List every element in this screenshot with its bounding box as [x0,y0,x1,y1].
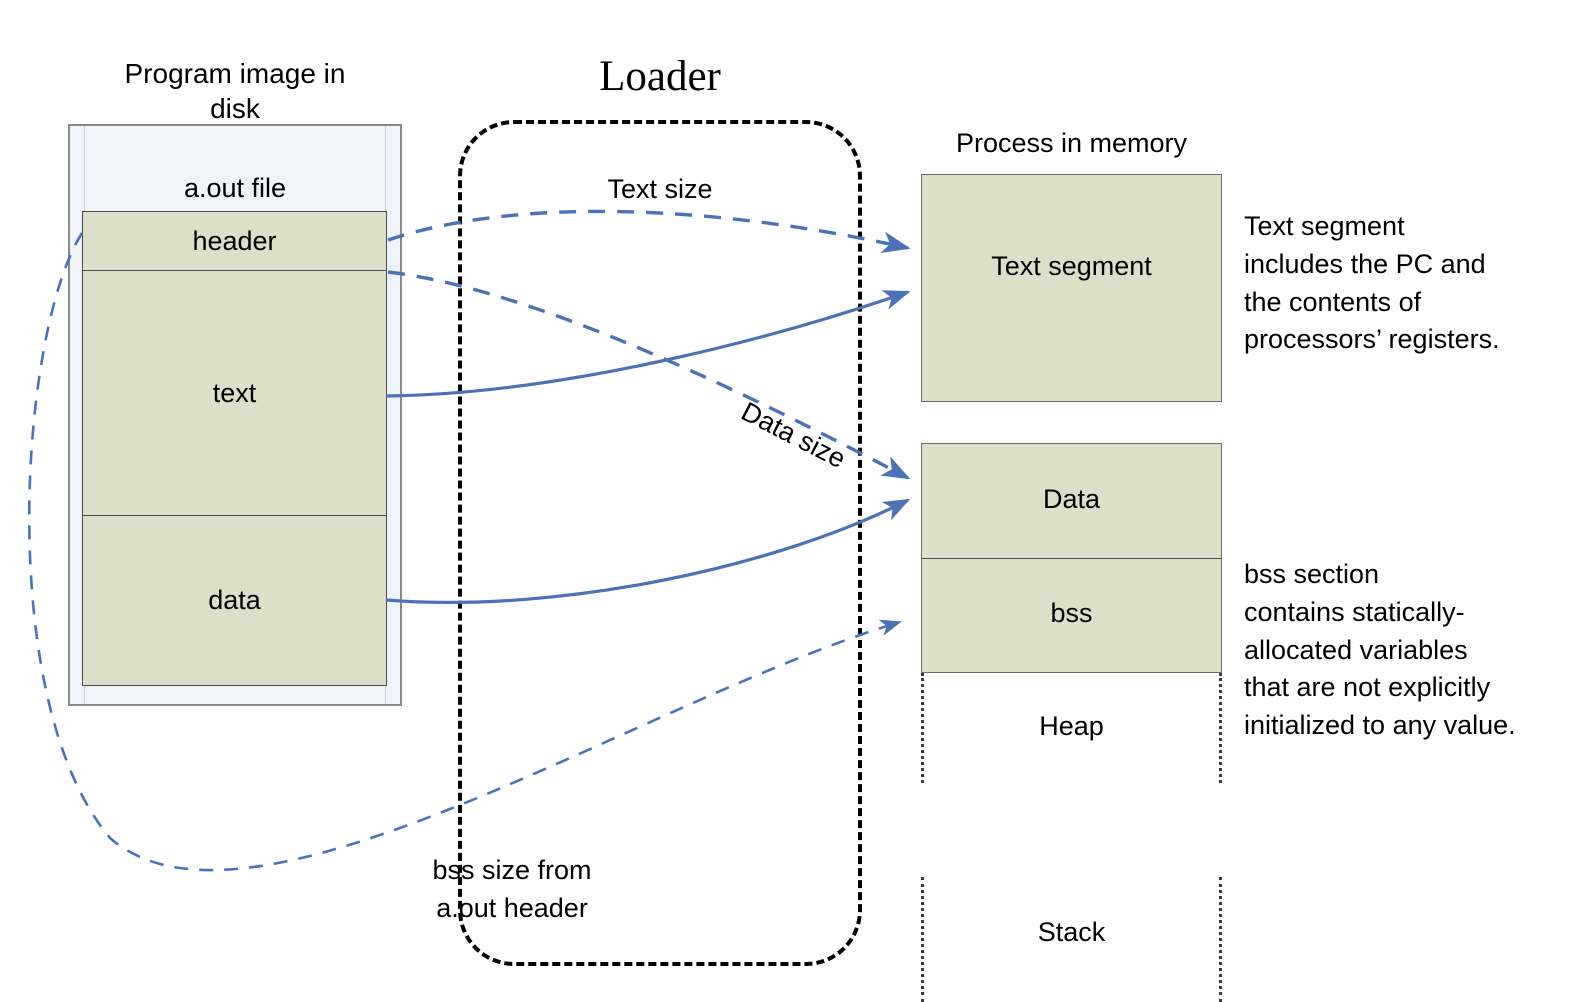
aout-section-text-label: text [212,377,257,408]
memory-segment-data-group[interactable]: Data bss [921,443,1222,673]
bss-section-annotation: bss section contains statically- allocat… [1244,559,1516,741]
loader-title: Loader [599,53,721,100]
memory-segment-heap[interactable]: Heap [921,673,1222,783]
aout-sections-group: header text data [82,211,387,686]
aout-section-data-label: data [208,585,261,615]
memory-segment-data-label: Data [1042,484,1101,514]
aout-section-header-label: header [192,225,277,256]
memory-panel-title: Process in memory [955,128,1188,158]
memory-segment-stack[interactable]: Stack [921,877,1222,1002]
loader-boundary-box [458,120,862,966]
text-segment-annotation: Text segment includes the PC and the con… [1244,211,1500,355]
disk-panel-title: Program image in disk [124,58,346,124]
aout-section-text[interactable]: text [83,271,386,516]
data-bss-divider [922,558,1221,559]
aout-section-data[interactable]: data [83,516,386,685]
memory-segment-heap-label: Heap [1039,711,1104,741]
memory-segment-text-label: Text segment [991,251,1152,281]
bss-size-label: bss size from a.out header [432,855,592,924]
text-size-label: Text size [607,174,713,204]
aout-section-header[interactable]: header [83,212,386,271]
aout-file-label: a.out file [183,173,287,203]
memory-segment-stack-label: Stack [1037,917,1106,947]
memory-segment-bss-label: bss [1050,598,1093,628]
memory-segment-text[interactable]: Text segment [921,174,1222,402]
